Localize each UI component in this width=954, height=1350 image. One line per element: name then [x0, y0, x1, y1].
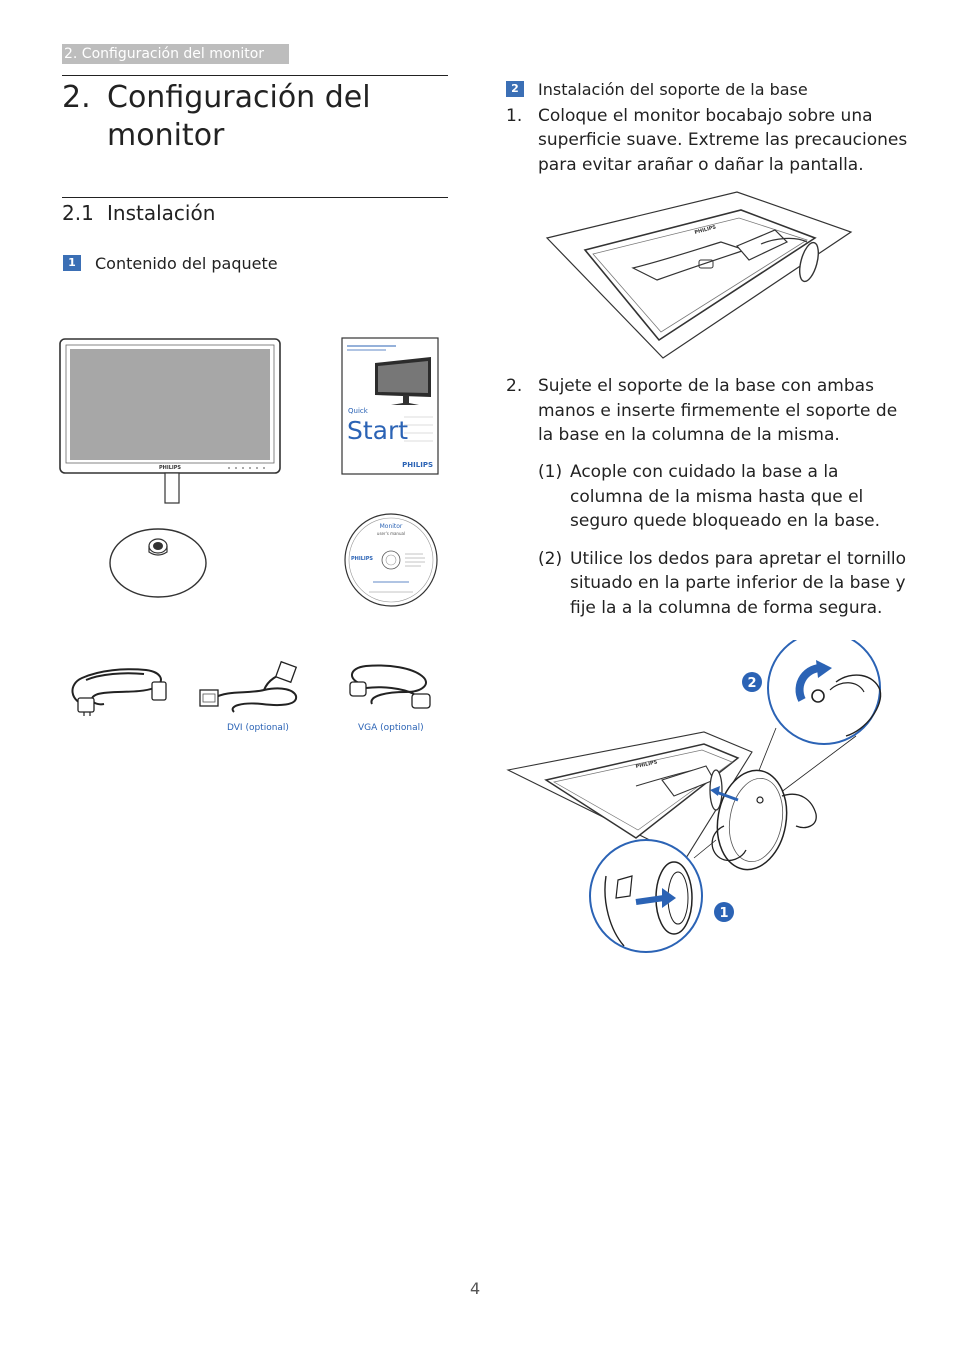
- quickstart-small: Quick: [348, 407, 369, 415]
- vga-caption: VGA (optional): [358, 723, 424, 733]
- monitor-front-illustration: PHILIPS: [59, 338, 281, 504]
- substep1-line1: Acople con cuidado la base a la: [570, 462, 839, 482]
- vga-cable-illustration: [349, 664, 431, 709]
- base-attach-illustration: 2 PHILIPS 1: [506, 640, 882, 953]
- step2-line1: Sujete el soporte de la base con ambas: [538, 376, 874, 396]
- chapter-rule: [62, 75, 448, 76]
- substep2-line3: fije la a la columna de forma segura.: [570, 598, 883, 618]
- quickstart-big: Start: [347, 416, 408, 445]
- step1-line1: Coloque el monitor bocabajo sobre una: [538, 106, 873, 126]
- step1-line3: para evitar arañar o dañar la pantalla.: [538, 155, 864, 175]
- substep2-number: (2): [538, 549, 563, 569]
- chapter-title-line1: Configuración del: [107, 80, 371, 115]
- power-cable-illustration: [71, 668, 167, 716]
- substep1-line2: columna de la misma hasta que el: [570, 487, 864, 507]
- section-title: Instalación: [107, 201, 216, 225]
- back-brand-bottom: PHILIPS: [635, 759, 658, 770]
- step2-line2: manos e inserte firmemente el soporte de: [538, 401, 898, 421]
- step1-line2: superficie suave. Extreme las precaucion…: [538, 130, 908, 150]
- substep2-line2: situado en la parte inferior de la base …: [570, 573, 906, 593]
- chapter-title-line2: monitor: [107, 118, 225, 153]
- monitor-facedown-illustration: PHILIPS: [545, 191, 853, 359]
- substep1-line3: seguro quede bloqueado en la base.: [570, 511, 881, 531]
- section-number: 2.1: [62, 201, 94, 225]
- section-rule: [62, 197, 448, 198]
- step2-number: 2.: [506, 376, 523, 396]
- page-number: 4: [470, 1279, 481, 1298]
- quickstart-brand: PHILIPS: [402, 461, 433, 469]
- quickstart-booklet-illustration: Quick Start PHILIPS: [341, 337, 439, 475]
- monitor-brand: PHILIPS: [159, 465, 181, 471]
- subsection-title-1: Contenido del paquete: [95, 254, 278, 273]
- back-brand-top: PHILIPS: [694, 224, 717, 236]
- base-stand-illustration: [109, 528, 207, 598]
- dvi-cable-illustration: [199, 660, 298, 713]
- cd-brand: PHILIPS: [351, 556, 373, 562]
- cd-illustration: Monitor user's manual PHILIPS: [344, 513, 438, 607]
- cd-label: Monitor: [380, 523, 403, 530]
- running-header: 2. Configuración del monitor: [62, 44, 289, 64]
- callout-2: 2: [747, 676, 756, 691]
- step1-number: 1.: [506, 106, 523, 126]
- step2-line3: la base en la columna de la misma.: [538, 425, 840, 445]
- subsection-title-2: Instalación del soporte de la base: [538, 80, 808, 99]
- callout-1: 1: [719, 906, 728, 921]
- chapter-number: 2.: [62, 80, 91, 115]
- substep1-number: (1): [538, 462, 563, 482]
- cd-sub: user's manual: [377, 531, 405, 536]
- subsection-badge-1: 1: [63, 255, 81, 271]
- subsection-badge-2: 2: [506, 81, 524, 97]
- substep2-line1: Utilice los dedos para apretar el tornil…: [570, 549, 907, 569]
- dvi-caption: DVI (optional): [227, 723, 289, 733]
